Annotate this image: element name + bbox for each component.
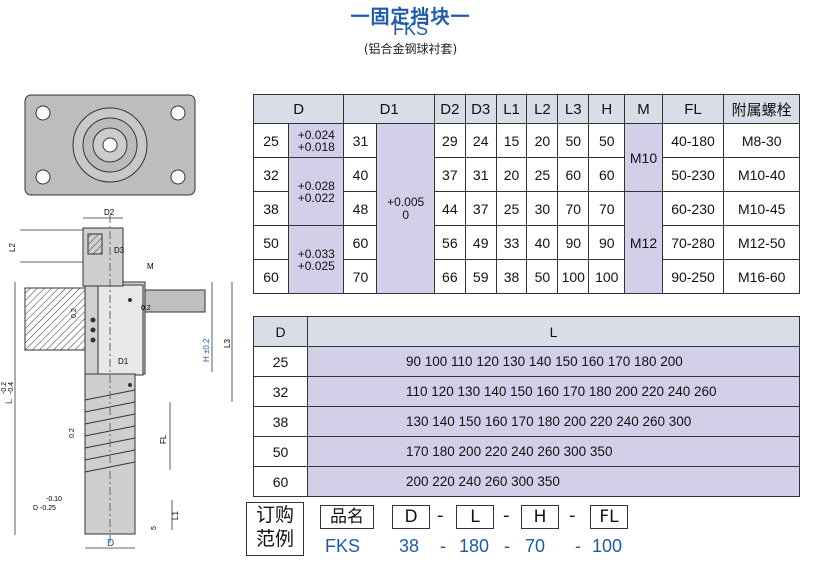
dim-fl: FL [159,434,168,444]
field-l: L [456,505,494,529]
col-fl: FL [661,94,725,124]
separator: - [569,505,576,526]
order-value-h: 70 [525,536,546,556]
bolt-hole [170,105,186,121]
roughness: 0.2 [71,308,78,318]
d-tolerance: +0.028+0.022 [288,157,345,226]
bolt-hole [35,169,51,185]
separator: - [503,505,510,526]
dim-5: 5 [151,526,158,530]
separator: - [440,536,446,556]
field-fl: FL [590,505,628,529]
bolt-hole [170,169,186,185]
order-code: FKS [325,536,361,556]
table-row: 38 48 44 37 25 30 70 70 M12 60-230 M10-4… [252,191,800,294]
order-value-l: 180 [459,536,490,556]
field-h: H [521,505,559,529]
separator: - [504,536,510,556]
order-label: 订购范例 [246,502,304,556]
dim-l-sym: L [4,399,14,404]
order-value-fl: 100 [592,536,623,556]
col-l: L [307,316,800,347]
page-title: 一固定挡块一 [350,6,471,28]
col-d3: D3 [464,94,497,124]
col-l1: L1 [495,94,528,124]
product-code: FKS [392,19,428,39]
dim-l2: L2 [8,243,17,252]
flange-section [24,287,86,351]
order-value-d: 38 [399,536,420,556]
col-d1: D1 [343,94,435,124]
col-l2: L2 [526,94,559,124]
m-value: M10 [624,123,663,192]
col-l3: L3 [557,94,590,124]
technical-drawing: D2 D3 M D1 L2 L3 H ±0.2 L -0.2 -0.4 FL L… [1,94,233,549]
dim-l1: L1 [171,511,180,520]
col-bolt: 附属螺栓 [723,94,800,124]
roughness: 0.2 [69,428,76,438]
pin-top [82,227,124,287]
dim-l-tol-bot: -0.4 [8,382,15,394]
field-d: D [392,505,430,529]
dim-d3: D3 [114,246,125,255]
separator: - [437,505,444,526]
table-row: 60 70 66 59 38 50 100 100 90-250 M16-60 [252,259,800,294]
table-header: D L [253,316,800,347]
spec-table: D D1 D2 D3 L1 L2 L3 H M FL 附属螺栓 25 +0.02… [252,94,800,294]
col-d: D [252,94,345,124]
product-subtitle: (铝合金钢球衬套) [363,42,458,56]
d-tolerance: +0.033+0.025 [288,225,345,294]
separator: - [575,536,581,556]
dim-d-tol-bot: D -0.25 [33,505,56,512]
dim-d1: D1 [118,357,129,366]
col-m: M [624,94,663,124]
bore [102,137,118,153]
bolt-hole [35,105,51,121]
dim-h: H ±0.2 [202,338,211,362]
d-tolerance: +0.024+0.018 [288,123,345,158]
dim-l-tol-top: -0.2 [1,382,8,394]
name-label: 品名 [320,505,374,529]
roughness: 0.2 [141,305,151,312]
table-row: 50 +0.033+0.025 60 56 49 33 40 90 90 70-… [252,225,800,294]
dim-d2: D2 [104,208,115,217]
plate [144,289,206,313]
col-d: D [253,316,308,347]
balls [90,298,132,387]
col-h: H [588,94,626,124]
dim-d-bottom: D [107,538,114,549]
dim-m: M [147,262,154,271]
dim-l3: L3 [223,339,232,348]
table-row: 32 +0.028+0.022 40 37 31 20 25 60 60 50-… [252,157,800,226]
table-header: D D1 D2 D3 L1 L2 L3 H M FL 附属螺栓 [252,94,800,124]
dim-d-tol-top: -0.10 [46,496,62,503]
m-value: M12 [624,191,663,294]
col-d2: D2 [433,94,466,124]
